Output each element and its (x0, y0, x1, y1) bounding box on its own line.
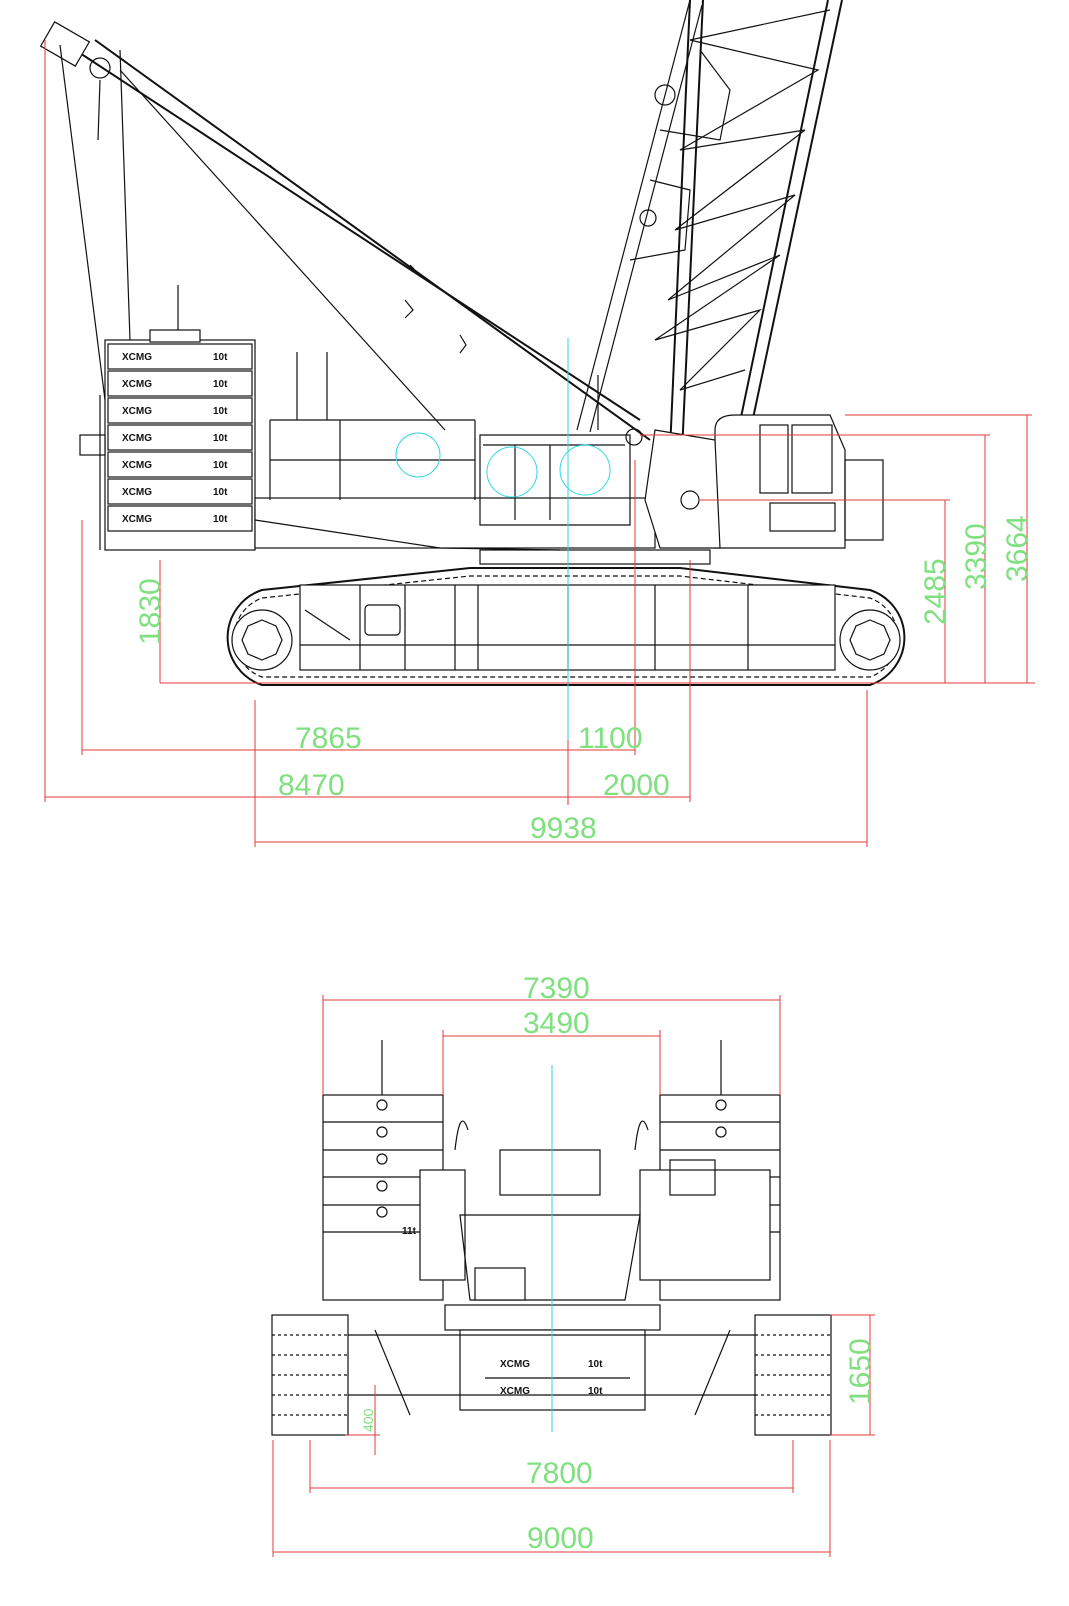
slab-body (107, 478, 253, 505)
slab-weight: 10t (213, 433, 228, 444)
dim-7800: 7800 (526, 1457, 593, 1490)
slab-body (107, 424, 253, 451)
slab-weight: 10t (213, 460, 228, 471)
carbody-weight-1-brand: XCMG (500, 1359, 530, 1370)
slab-brand: XCMG (122, 406, 152, 417)
slab-body (107, 370, 253, 397)
dim-9938: 9938 (530, 812, 597, 845)
slab-body (107, 397, 253, 424)
front-idler (839, 609, 901, 671)
dim-8470: 8470 (278, 769, 345, 802)
slab-weight: 10t (213, 379, 228, 390)
slab-brand: XCMG (122, 379, 152, 390)
rear-sprocket (231, 609, 293, 671)
superstructure (254, 352, 884, 565)
slab-brand: XCMG (122, 514, 152, 525)
slab-weight: 10t (213, 352, 228, 363)
main-boom (576, 0, 843, 496)
crawler-track (226, 567, 906, 686)
counterweight-label: 11t (402, 1226, 417, 1237)
dim-2000: 2000 (603, 769, 670, 802)
counterweight-slab: XCMG 10t (107, 370, 253, 397)
dim-1830: 1830 (134, 578, 167, 645)
slab-brand: XCMG (122, 352, 152, 363)
slab-brand: XCMG (122, 433, 152, 444)
counterweight-slab: XCMG 10t (107, 505, 253, 532)
slab-body (107, 343, 253, 370)
dim-7390: 7390 (523, 972, 590, 1005)
dim-3490: 3490 (523, 1007, 590, 1040)
slab-weight: 10t (213, 487, 228, 498)
dim-400: 400 (360, 1408, 376, 1432)
dim-3664: 3664 (1001, 515, 1034, 582)
front-tracks (271, 1314, 832, 1436)
dim-7865: 7865 (295, 722, 362, 755)
slab-body (107, 505, 253, 532)
counterweight-slab: XCMG 10t (107, 424, 253, 451)
front-dimensions: 7390 3490 7800 9000 1650 400 (272, 972, 877, 1557)
slab-brand: XCMG (122, 460, 152, 471)
carbody-weight-2-brand: XCMG (500, 1386, 530, 1397)
slab-body (107, 451, 253, 478)
dim-9000: 9000 (527, 1522, 594, 1555)
dim-3390: 3390 (960, 523, 993, 590)
counterweight-slab: XCMG 10t (107, 451, 253, 478)
dim-1650: 1650 (844, 1338, 877, 1405)
front-view: 11t XCMG 10t XCMG 10t (271, 972, 877, 1557)
counterweight-slab: XCMG 10t (107, 478, 253, 505)
carbody-weight-2-weight: 10t (588, 1386, 603, 1397)
dim-1100: 1100 (578, 722, 643, 755)
counterweight-slab: XCMG 10t (107, 343, 253, 370)
mast (39, 21, 700, 510)
slab-brand: XCMG (122, 487, 152, 498)
slab-weight: 10t (213, 406, 228, 417)
counterweight-slab: XCMG 10t (107, 397, 253, 424)
operator-cab (714, 414, 846, 549)
side-dimensions: 1830 2485 3390 3664 7865 1100 8470 2000 … (44, 40, 1035, 847)
carbody-weight-1-weight: 10t (588, 1359, 603, 1370)
slab-weight: 10t (213, 514, 228, 525)
dim-2485: 2485 (919, 558, 952, 625)
